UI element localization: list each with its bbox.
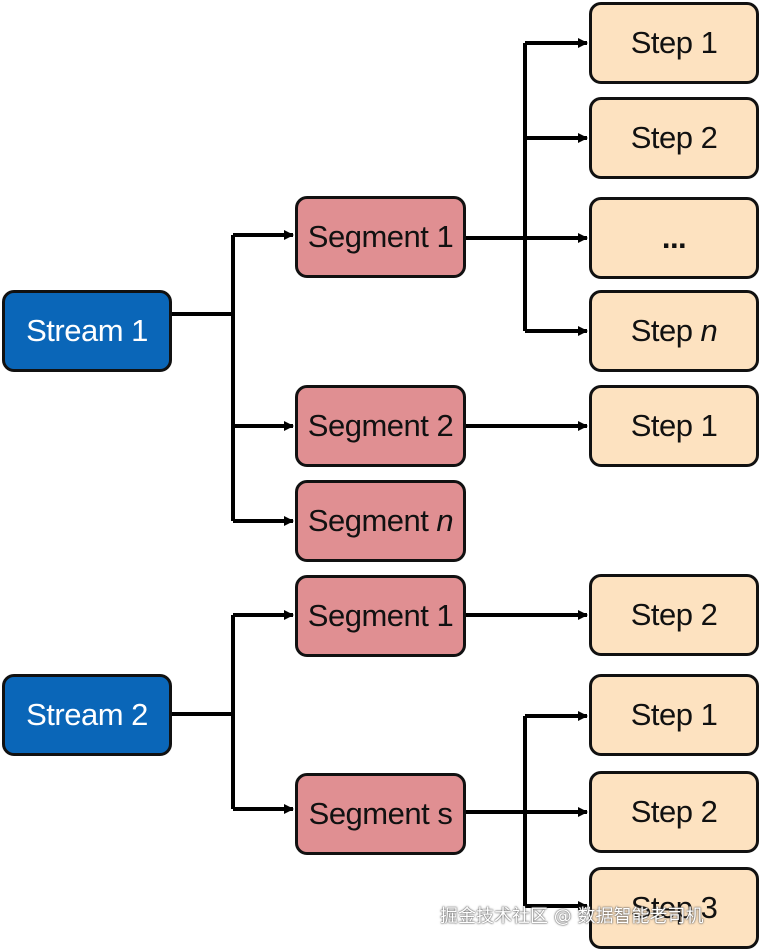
- stream1-segment-2-node: Segment 2: [295, 385, 466, 467]
- step-label: Step 1: [630, 408, 718, 443]
- step-node: ...: [589, 197, 759, 279]
- segment-label: Segment 1: [307, 598, 454, 633]
- watermark: 掘金技术社区 @ 数据智能老司机: [440, 906, 704, 927]
- step-label: Step: [630, 313, 693, 348]
- segment-label: Segment: [307, 503, 429, 538]
- stream-2-label: Stream 2: [26, 697, 148, 732]
- step-node: Step 1: [589, 2, 759, 84]
- step-node: Step 3: [589, 867, 759, 949]
- step-node: Step 2: [589, 574, 759, 656]
- step-label: Step 1: [630, 697, 718, 732]
- segment-label: Segment 1: [307, 219, 454, 254]
- step-node: Step 2: [589, 97, 759, 179]
- segment-label: Segment 2: [307, 408, 454, 443]
- stream-1-node: Stream 1: [2, 290, 172, 372]
- step-variable: n: [700, 313, 718, 348]
- step-label: Step 2: [630, 120, 718, 155]
- step-label: Step 2: [630, 794, 718, 829]
- stream2-segment-1-node: Segment 1: [295, 575, 466, 657]
- stream-2-node: Stream 2: [2, 674, 172, 756]
- stream2-segment-s-node: Segment s: [295, 773, 466, 855]
- step-ellipsis-label: ...: [661, 220, 687, 255]
- stream-1-label: Stream 1: [26, 313, 148, 348]
- step-node: Step 1: [589, 674, 759, 756]
- segment-variable: n: [436, 503, 454, 538]
- stream1-segment-1-node: Segment 1: [295, 196, 466, 278]
- step-label: Step 1: [630, 25, 718, 60]
- step-node: Step 2: [589, 771, 759, 853]
- segment-label: Segment s: [308, 796, 453, 831]
- step-label: Step 2: [630, 597, 718, 632]
- step-label: Step 3: [630, 890, 718, 925]
- step-node: Step 1: [589, 385, 759, 467]
